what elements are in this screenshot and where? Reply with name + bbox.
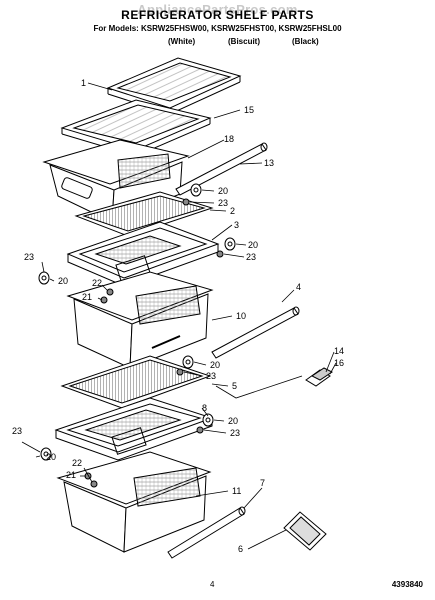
callout-label: 20 <box>218 186 228 196</box>
callout-label: 23 <box>206 371 216 381</box>
callout-label: 11 <box>232 486 241 496</box>
callout-label: 23 <box>12 426 22 436</box>
callout-label: 21 <box>66 470 76 480</box>
divider-bar-part-4 <box>211 306 300 359</box>
model-list: For Models: KSRW25FHSW00, KSRW25FHST00, … <box>93 24 342 33</box>
callout-label: 13 <box>264 158 274 168</box>
callout-label: 23 <box>218 198 228 208</box>
callout-label: 18 <box>224 134 234 144</box>
crisper-cover-part-2 <box>74 191 214 237</box>
callout-label: 15 <box>244 105 254 115</box>
callout-label: 21 <box>82 292 92 302</box>
callout-label: 10 <box>236 311 246 321</box>
callout-label: 20 <box>58 276 68 286</box>
callout-label: 3 <box>234 220 239 230</box>
callout-label: 20 <box>228 416 238 426</box>
cover-frame-part-3 <box>66 221 220 287</box>
callout-label: 20 <box>210 360 220 370</box>
callout-label: 14 <box>334 346 344 356</box>
callout-label: 16 <box>334 358 344 368</box>
divider-bar-part-13 <box>175 142 268 196</box>
callout-label: 4 <box>296 282 301 292</box>
callout-label: 20 <box>248 240 258 250</box>
callout-label: 6 <box>238 544 243 554</box>
divider-bar-part-7 <box>167 506 246 559</box>
crisper-pan-part-10 <box>66 271 214 369</box>
watermark: AppliancePartsPros.com <box>137 2 298 17</box>
callout-label: 23 <box>230 428 240 438</box>
callout-labels: 1 15 18 13 20 23 2 3 20 23 23 20 22 21 4… <box>12 78 344 554</box>
cover-frame-part-8 <box>54 397 214 461</box>
leader-lines <box>21 82 337 550</box>
callout-label: 8 <box>202 403 207 413</box>
page-title: REFRIGERATOR SHELF PARTS <box>121 8 314 22</box>
glass-shelf-part-1 <box>106 57 242 115</box>
callout-label: 2 <box>230 206 235 216</box>
callout-label: 20 <box>46 452 56 462</box>
color-caption-black: (Black) <box>292 37 319 46</box>
callout-label: 23 <box>24 252 34 262</box>
callout-label: 22 <box>72 458 82 468</box>
crisper-cover-part-5 <box>60 355 212 409</box>
crisper-pan-part-11 <box>56 451 212 553</box>
callout-label: 1 <box>81 78 86 88</box>
page-number: 4 <box>210 580 215 589</box>
document-code: 4393840 <box>391 580 423 589</box>
color-caption-white: (White) <box>168 37 196 46</box>
hardware-washers-and-screws <box>38 183 236 488</box>
label-holder-part-6 <box>283 511 327 551</box>
callout-label: 23 <box>246 252 256 262</box>
color-caption-biscuit: (Biscuit) <box>228 37 260 46</box>
callout-label: 7 <box>260 478 265 488</box>
slide-parts-14-16 <box>305 367 333 387</box>
callout-label: 22 <box>92 278 102 288</box>
callout-label: 5 <box>232 381 237 391</box>
